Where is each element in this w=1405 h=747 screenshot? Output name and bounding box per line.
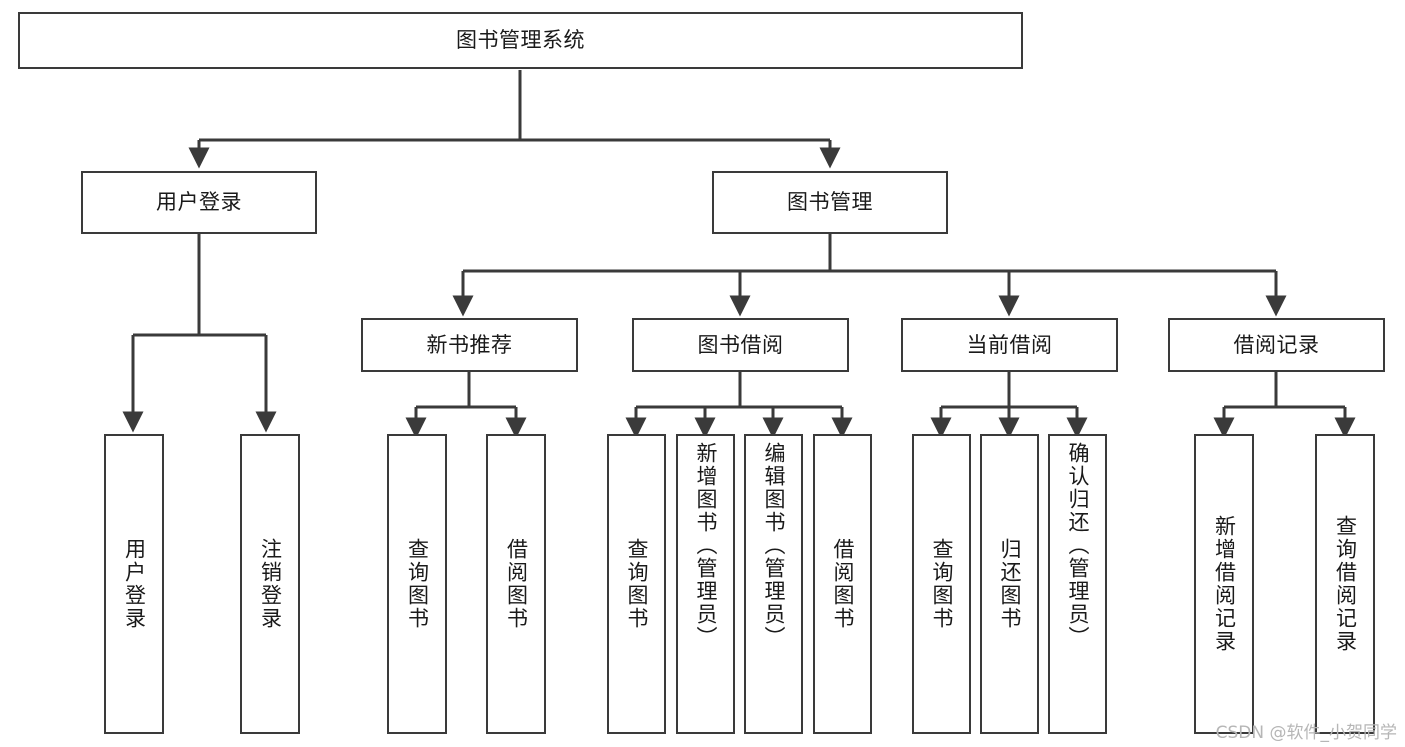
- leaf-add-book-admin[interactable]: 新增图书（管理员）: [676, 434, 735, 734]
- node-book-management[interactable]: 图书管理: [712, 171, 948, 234]
- node-label: 图书借阅: [697, 332, 784, 357]
- node-label: 查询图书: [405, 538, 430, 630]
- leaf-query-borrow-record[interactable]: 查询借阅记录: [1315, 434, 1375, 734]
- node-label: 编辑图书（管理员）: [762, 442, 787, 649]
- root-connectors: [188, 70, 841, 169]
- node-label: 借阅图书: [504, 538, 529, 630]
- leaf-return-books[interactable]: 归还图书: [980, 434, 1039, 734]
- leaf-edit-book-admin[interactable]: 编辑图书（管理员）: [744, 434, 803, 734]
- node-root-system[interactable]: 图书管理系统: [18, 12, 1023, 69]
- node-label: 查询图书: [625, 538, 650, 630]
- node-label: 注销登录: [258, 538, 283, 630]
- node-label: 查询图书: [930, 538, 955, 630]
- leaf-logout[interactable]: 注销登录: [240, 434, 300, 734]
- leaf-add-borrow-record[interactable]: 新增借阅记录: [1194, 434, 1254, 734]
- node-borrowing-records[interactable]: 借阅记录: [1168, 318, 1385, 372]
- node-label: 新增图书（管理员）: [694, 442, 719, 649]
- node-label: 用户登录: [122, 538, 147, 630]
- node-label: 新增借阅记录: [1212, 515, 1237, 653]
- node-label: 借阅图书: [831, 538, 856, 630]
- node-label: 图书管理: [787, 190, 873, 215]
- leaf-borrow-books[interactable]: 借阅图书: [813, 434, 872, 734]
- leaf-borrow-books-new[interactable]: 借阅图书: [486, 434, 546, 734]
- node-new-book-recommendation[interactable]: 新书推荐: [361, 318, 578, 372]
- node-label: 用户登录: [156, 190, 242, 215]
- node-label: 新书推荐: [426, 332, 513, 357]
- current-borrow-connectors: [930, 372, 1088, 439]
- leaf-query-books-new[interactable]: 查询图书: [387, 434, 447, 734]
- node-label: 查询借阅记录: [1333, 515, 1358, 653]
- new-books-connectors: [405, 372, 527, 439]
- node-book-borrowing[interactable]: 图书借阅: [632, 318, 849, 372]
- node-label: 当前借阅: [966, 332, 1053, 357]
- node-label: 归还图书: [998, 538, 1023, 630]
- borrow-books-connectors: [625, 372, 853, 439]
- node-current-borrowing[interactable]: 当前借阅: [901, 318, 1118, 372]
- node-user-login[interactable]: 用户登录: [81, 171, 317, 234]
- borrow-records-connectors: [1213, 372, 1356, 439]
- node-label: 借阅记录: [1233, 332, 1320, 357]
- node-label: 图书管理系统: [456, 28, 585, 53]
- leaf-user-login[interactable]: 用户登录: [104, 434, 164, 734]
- node-label: 确认归还（管理员）: [1066, 442, 1091, 649]
- leaf-query-books-current[interactable]: 查询图书: [912, 434, 971, 734]
- leaf-query-books-borrow[interactable]: 查询图书: [607, 434, 666, 734]
- leaf-confirm-return-admin[interactable]: 确认归还（管理员）: [1048, 434, 1107, 734]
- user-login-connectors: [122, 234, 277, 433]
- book-manage-connectors: [452, 234, 1287, 317]
